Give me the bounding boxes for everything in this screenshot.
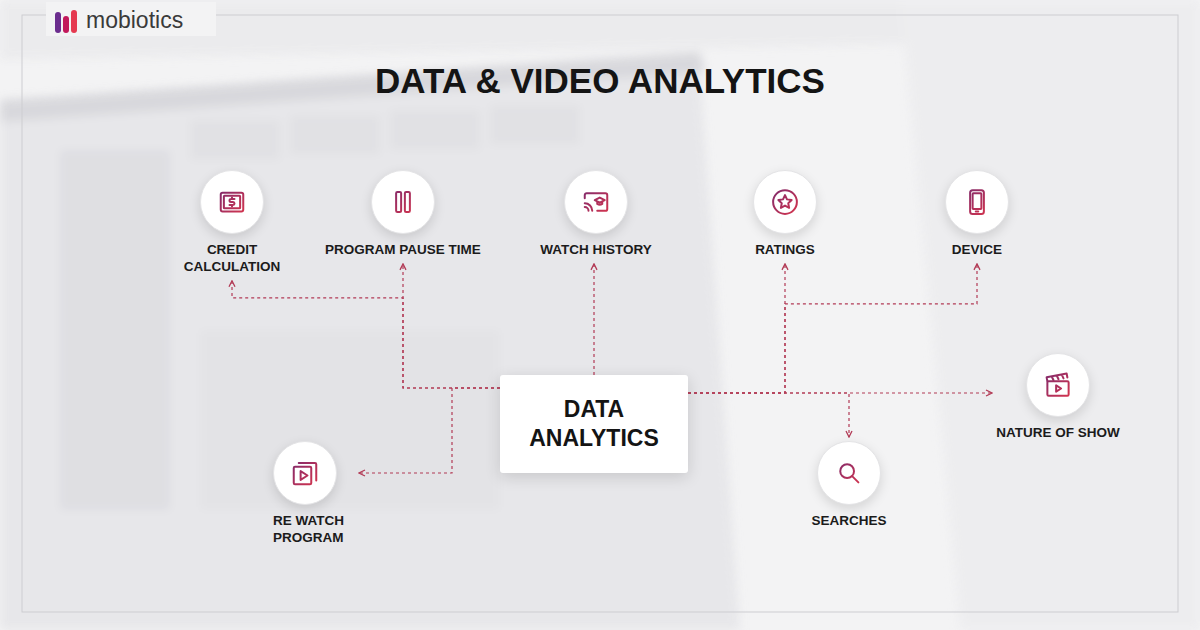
node-label: NATURE OF SHOW [996, 425, 1120, 442]
dashed-connector [232, 281, 500, 388]
node-label: WATCH HISTORY [540, 242, 652, 259]
node-label: CREDIT CALCULATION [177, 242, 287, 276]
node-icon [962, 187, 992, 217]
dashed-connector [688, 393, 849, 437]
node-label: DEVICE [952, 242, 1002, 259]
logo-mark [55, 10, 77, 33]
process-box: DATA ANALYTICS [500, 375, 688, 473]
icon-node: SEARCHES [811, 441, 887, 530]
node-label: PROGRAM PAUSE TIME [325, 242, 481, 259]
icon-circle [564, 170, 628, 234]
node-label: RATINGS [755, 242, 815, 259]
diagram-title: DATA & VIDEO ANALYTICS [0, 60, 1200, 102]
dashed-connector [593, 264, 594, 375]
icon-node: RATINGS [753, 170, 817, 259]
node-icon [834, 458, 864, 488]
icon-circle [945, 170, 1009, 234]
node-icon [770, 187, 800, 217]
dashed-connector [688, 264, 977, 393]
icon-circle [371, 170, 435, 234]
icon-node: DEVICE [945, 170, 1009, 259]
icon-node: CREDIT CALCULATION [177, 170, 287, 276]
dashed-connector [688, 264, 785, 393]
logo-text: mobiotics [86, 8, 183, 33]
node-label: SEARCHES [811, 513, 886, 530]
icon-circle [200, 170, 264, 234]
icon-circle [817, 441, 881, 505]
node-icon [290, 458, 320, 488]
icon-circle [1026, 353, 1090, 417]
box-label: DATA ANALYTICS [519, 395, 669, 453]
node-icon [388, 187, 418, 217]
node-icon [581, 187, 611, 217]
icon-node: PROGRAM PAUSE TIME [325, 170, 481, 259]
node-icon [217, 187, 247, 217]
dashed-connector [359, 388, 500, 473]
icon-circle [273, 441, 337, 505]
dashed-connector [403, 264, 500, 388]
icon-node: NATURE OF SHOW [996, 353, 1120, 442]
icon-node: RE WATCH PROGRAM [273, 441, 355, 547]
node-icon [1043, 370, 1073, 400]
icon-circle [753, 170, 817, 234]
node-label: RE WATCH PROGRAM [273, 513, 355, 547]
icon-node: WATCH HISTORY [540, 170, 652, 259]
